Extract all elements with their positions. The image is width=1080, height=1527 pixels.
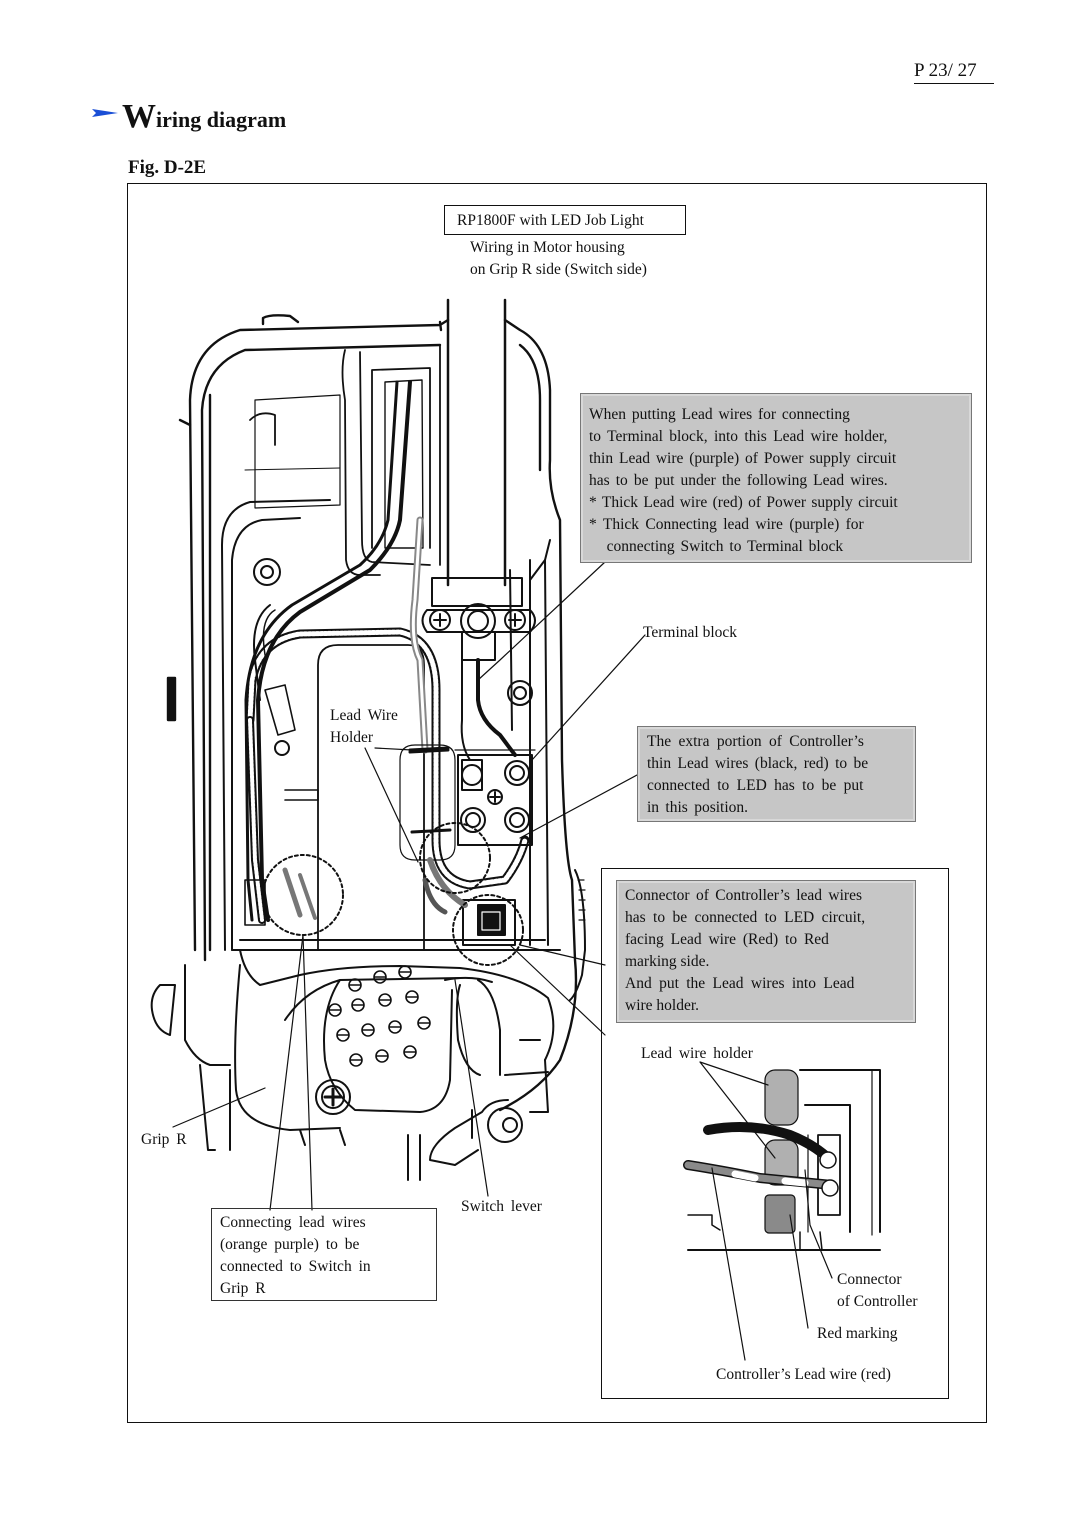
label-lead-wire-holder-1: Lead Wire: [330, 707, 398, 724]
note-line: thin Lead wire (purple) of Power supply …: [589, 450, 897, 467]
note-line: facing Lead wire (Red) to Red: [625, 931, 829, 948]
leader-lines: [172, 561, 646, 1211]
note-line: wire holder.: [625, 997, 700, 1014]
grip-screw: [315, 1079, 351, 1115]
note-line: Connecting lead wires: [220, 1214, 366, 1231]
note-lead-wire-order: When putting Lead wires for connecting t…: [580, 393, 972, 563]
note-line: marking side.: [625, 953, 710, 970]
grip-holes: [328, 965, 431, 1067]
note-line: And put the Lead wires into Lead: [625, 975, 855, 992]
subtitle-line-1: Wiring in Motor housing: [470, 239, 625, 256]
figure-label: Fig. D-2E: [128, 157, 207, 178]
note-line: The extra portion of Controller’s: [647, 733, 864, 750]
power-wires: [244, 380, 517, 922]
label-connector-1: Connector: [837, 1271, 902, 1288]
subtitle-line-2: on Grip R side (Switch side): [470, 261, 647, 278]
model-label-box: RP1800F with LED Job Light: [444, 205, 686, 235]
inset-frame: [601, 868, 949, 1399]
label-lead-wire-holder-2: Holder: [330, 729, 374, 746]
title-word-1: iring: [156, 107, 202, 132]
label-controller-lead-wire: Controller’s Lead wire (red): [716, 1366, 891, 1383]
note-line: connecting Switch to Terminal block: [589, 538, 844, 555]
note-line: to Terminal block, into this Lead wire h…: [589, 428, 888, 445]
label-switch-lever: Switch lever: [461, 1198, 542, 1215]
note-line: has to be put under the following Lead w…: [589, 472, 888, 489]
note-line: thin Lead wires (black, red) to be: [647, 755, 869, 772]
title-word-2: diagram: [206, 107, 287, 132]
label-terminal-block: Terminal block: [643, 624, 738, 641]
grip-r-lower: [150, 949, 555, 1181]
note-switch-connection: Connecting lead wires (orange purple) to…: [211, 1208, 437, 1301]
inner-frame: [221, 499, 561, 951]
terminal-block: [454, 749, 536, 846]
label-red-marking: Red marking: [817, 1325, 898, 1342]
label-grip-r: Grip R: [141, 1131, 187, 1148]
lead-wire-holder-clip: [244, 684, 296, 926]
note-connector: Connector of Controller’s lead wires has…: [616, 880, 916, 1023]
note-line: Grip R: [220, 1280, 266, 1297]
braided-wire: [245, 627, 530, 924]
note-line: in this position.: [647, 799, 749, 816]
power-cord: [431, 298, 523, 607]
model-label: RP1800F with LED Job Light: [457, 212, 644, 229]
note-line: Connector of Controller’s lead wires: [625, 887, 862, 904]
label-inset-lead-wire-holder: Lead wire holder: [641, 1045, 753, 1062]
right-triangle-arrow-icon: [92, 109, 118, 117]
connector-area: [282, 857, 516, 946]
note-line: When putting Lead wires for connecting: [589, 406, 850, 423]
note-extra-portion: The extra portion of Controller’s thin L…: [637, 726, 916, 822]
page-number: P 23/ 27: [914, 60, 994, 84]
lead-wire-holder-outline: [399, 744, 456, 861]
note-line: * Thick Lead wire (red) of Power supply …: [589, 494, 898, 511]
note-line: * Thick Connecting lead wire (purple) fo…: [589, 516, 864, 533]
inner-chamber: [317, 644, 425, 951]
note-line: (orange purple) to be: [220, 1236, 360, 1253]
note-line: connected to LED has to be put: [647, 777, 864, 794]
upper-panel: [244, 344, 441, 576]
note-line: has to be connected to LED circuit,: [625, 909, 866, 926]
inset-illustration: [683, 1061, 881, 1361]
cord-clamp: [421, 603, 536, 661]
title-initial: W: [122, 98, 156, 135]
note-line: connected to Switch in: [220, 1258, 371, 1275]
figure-frame: [127, 183, 987, 1423]
page-title: Wiring diagram: [92, 98, 286, 136]
label-connector-2: of Controller: [837, 1293, 918, 1310]
motor-housing: [166, 314, 578, 1112]
